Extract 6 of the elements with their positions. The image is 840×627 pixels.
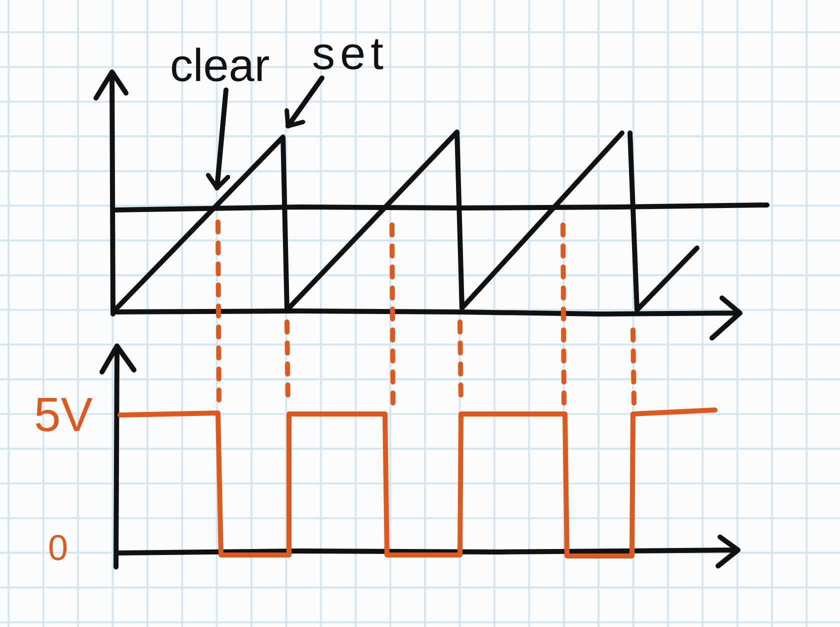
leader-arrow xyxy=(284,76,324,128)
axis-level-label: 0 xyxy=(48,530,68,566)
leader-arrow xyxy=(206,88,230,190)
annotation-label: clear xyxy=(170,42,270,88)
annotation-label: set xyxy=(312,30,388,76)
axis-level-label: 5V xyxy=(34,392,93,440)
